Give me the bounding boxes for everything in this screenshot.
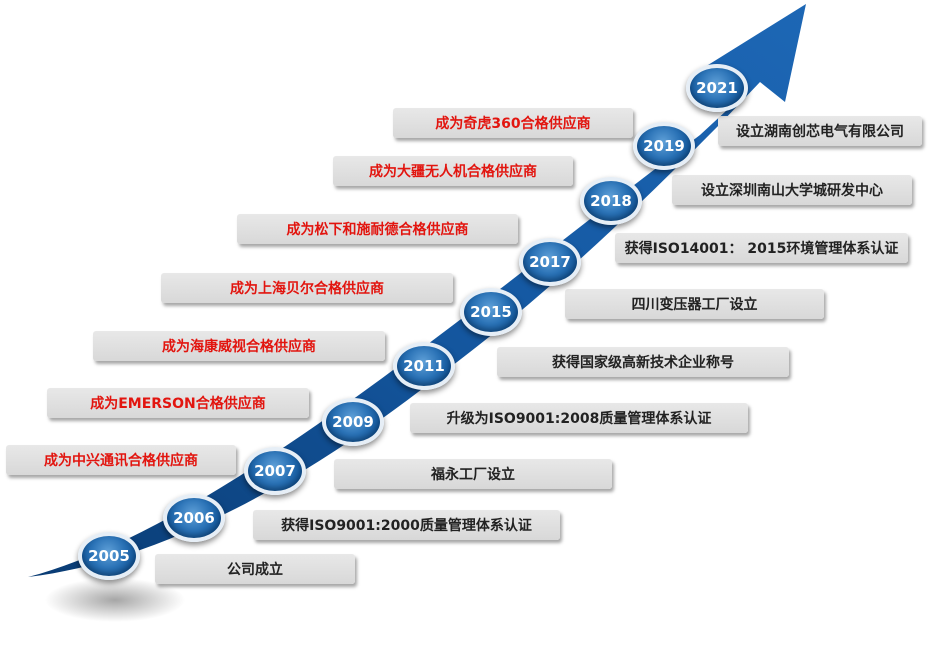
partner-box: 成为海康威视合格供应商 [93,331,385,361]
milestone-box: 福永工厂设立 [334,459,612,489]
partner-box: 成为上海贝尔合格供应商 [161,273,453,303]
partner-box: 成为奇虎360合格供应商 [393,108,633,138]
milestone-box: 设立湖南创芯电气有限公司 [718,116,922,146]
year-node: 2017 [519,238,581,286]
year-node: 2007 [244,447,306,495]
year-node: 2011 [393,342,455,390]
partner-box: 成为大疆无人机合格供应商 [333,156,573,186]
arrow-shadow [45,578,185,622]
partner-box: 成为EMERSON合格供应商 [47,388,309,418]
partner-box: 成为松下和施耐德合格供应商 [237,214,518,244]
milestone-box: 四川变压器工厂设立 [565,289,824,319]
year-node: 2005 [78,532,140,580]
year-node: 2019 [633,122,695,170]
milestone-box: 公司成立 [155,554,355,584]
year-node: 2018 [580,177,642,225]
milestone-box: 升级为ISO9001:2008质量管理体系认证 [410,403,748,433]
year-node: 2006 [163,494,225,542]
milestone-box: 获得ISO14001： 2015环境管理体系认证 [615,233,908,263]
year-node: 2009 [322,398,384,446]
milestone-box: 获得国家级高新技术企业称号 [497,347,789,377]
milestone-box: 设立深圳南山大学城研发中心 [672,175,912,205]
partner-box: 成为中兴通讯合格供应商 [6,445,236,475]
milestone-box: 获得ISO9001:2000质量管理体系认证 [253,510,560,540]
year-node: 2021 [686,64,748,112]
arrow-body [28,4,806,577]
year-node: 2015 [460,288,522,336]
